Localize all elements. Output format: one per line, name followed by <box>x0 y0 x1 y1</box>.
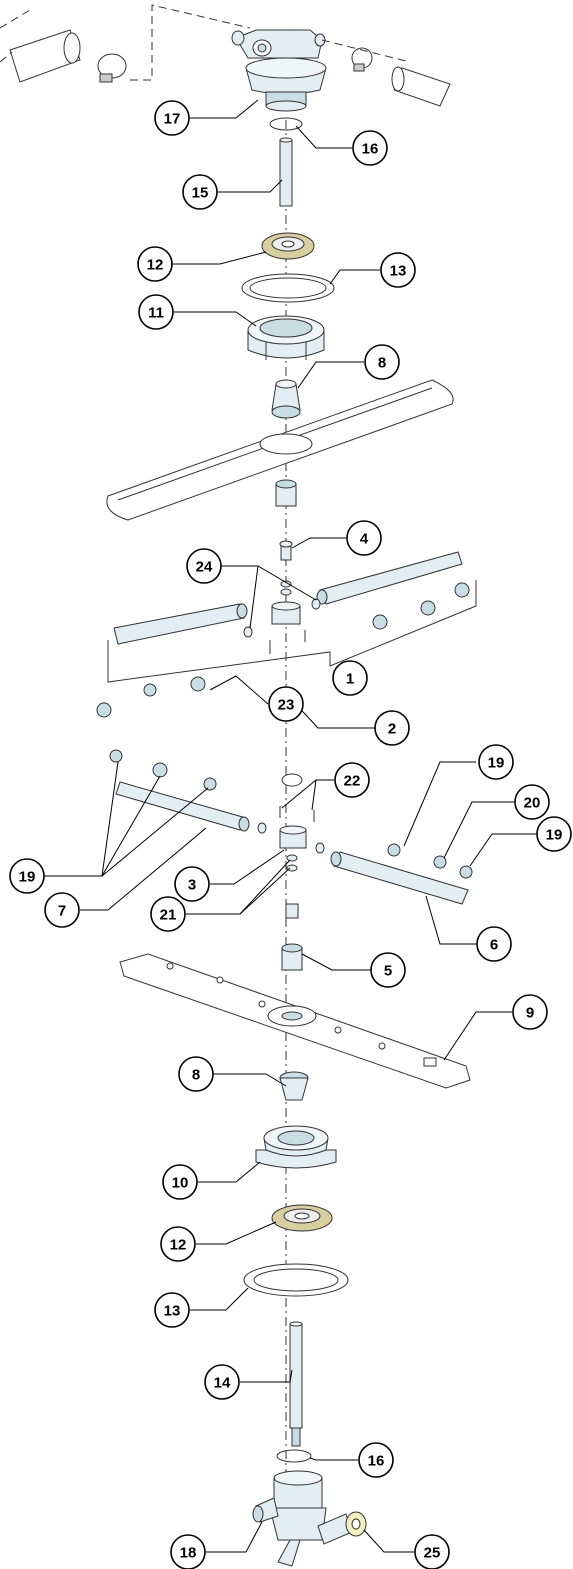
callout-19-right-upper: 19 <box>478 744 514 780</box>
part-14-shaft <box>289 1321 303 1447</box>
svg-text:18: 18 <box>180 1545 197 1562</box>
part-18-lower-housing <box>252 1470 353 1567</box>
callout-11: 11 <box>138 294 174 330</box>
callout-1: 1 <box>332 660 368 696</box>
part-25-cap <box>345 1511 367 1537</box>
callout-6: 6 <box>476 926 512 962</box>
svg-text:13: 13 <box>164 1303 181 1320</box>
callout-3: 3 <box>174 866 210 902</box>
hose-clamp-left <box>97 53 127 83</box>
part-17-inlet-housing <box>231 29 327 112</box>
svg-text:16: 16 <box>362 141 379 158</box>
svg-text:19: 19 <box>488 755 505 772</box>
callout-25: 25 <box>414 1534 450 1569</box>
part-8-nozzle-top <box>271 379 301 419</box>
part-9-lower-spray-arm <box>119 953 471 1089</box>
svg-text:4: 4 <box>360 531 369 548</box>
inlet-hose-left <box>0 9 81 83</box>
callout-2: 2 <box>374 710 410 746</box>
callout-18: 18 <box>170 1534 206 1569</box>
part-8-nozzle-bottom <box>279 1071 309 1101</box>
inlet-hose-right <box>391 66 451 107</box>
svg-text:5: 5 <box>384 963 392 980</box>
callout-10: 10 <box>162 1164 198 1200</box>
svg-text:22: 22 <box>344 773 361 790</box>
part-15-shaft <box>279 137 293 207</box>
svg-text:14: 14 <box>214 1375 231 1392</box>
upper-spray-arm <box>106 379 454 521</box>
svg-text:6: 6 <box>490 937 498 954</box>
callout-22: 22 <box>334 762 370 798</box>
svg-text:9: 9 <box>526 1005 534 1022</box>
part-1-upper-tube-assembly <box>96 551 477 718</box>
hose-clamp-right <box>351 47 373 72</box>
callout-7: 7 <box>44 892 80 928</box>
callout-19-right: 19 <box>536 816 572 852</box>
lower-tube-assembly <box>109 749 473 905</box>
callout-8-bottom: 8 <box>178 1056 214 1092</box>
callout-8-top: 8 <box>364 344 400 380</box>
svg-text:17: 17 <box>164 111 181 128</box>
part-13-gasket-top <box>241 273 335 303</box>
callout-19-left: 19 <box>9 858 45 894</box>
svg-text:1: 1 <box>346 671 354 688</box>
svg-text:11: 11 <box>148 305 164 322</box>
svg-text:19: 19 <box>19 869 36 886</box>
svg-text:15: 15 <box>192 185 209 202</box>
leader-lines <box>44 99 540 1553</box>
svg-text:16: 16 <box>368 1453 385 1470</box>
callout-5: 5 <box>370 952 406 988</box>
part-11-ring-nut <box>247 315 325 360</box>
callout-17: 17 <box>154 100 190 136</box>
callout-9: 9 <box>512 994 548 1030</box>
svg-text:7: 7 <box>58 903 66 920</box>
part-5-fitting <box>281 903 303 971</box>
callout-13-bottom: 13 <box>154 1292 190 1328</box>
callout-12-top: 12 <box>137 246 173 282</box>
svg-text:12: 12 <box>147 257 164 274</box>
callout-21: 21 <box>150 896 186 932</box>
callout-4: 4 <box>346 520 382 556</box>
part-4-fitting <box>279 540 293 561</box>
callout-13-top: 13 <box>380 252 416 288</box>
hose-dash-left <box>130 4 251 81</box>
svg-text:12: 12 <box>170 1237 187 1254</box>
svg-text:19: 19 <box>546 827 563 844</box>
part-10-hex-nut <box>255 1125 337 1169</box>
arm-connector <box>275 479 297 507</box>
part-16-o-ring-bottom <box>276 1449 312 1463</box>
part-12-washer-bottom <box>271 1204 333 1232</box>
callout-15: 15 <box>182 174 218 210</box>
svg-text:2: 2 <box>388 721 396 738</box>
callout-23: 23 <box>268 686 304 722</box>
callout-12-bottom: 12 <box>160 1226 196 1262</box>
svg-text:13: 13 <box>390 263 407 280</box>
callout-24: 24 <box>186 548 222 584</box>
part-16-o-ring-top <box>269 117 303 131</box>
svg-text:20: 20 <box>524 795 541 812</box>
svg-text:21: 21 <box>160 907 177 924</box>
svg-text:25: 25 <box>424 1545 441 1562</box>
svg-text:23: 23 <box>278 697 295 714</box>
svg-text:8: 8 <box>378 355 386 372</box>
callout-14: 14 <box>204 1364 240 1400</box>
svg-text:10: 10 <box>172 1175 189 1192</box>
svg-text:24: 24 <box>196 559 213 576</box>
svg-text:3: 3 <box>188 877 196 894</box>
part-13-gasket-bottom <box>243 1263 349 1297</box>
svg-text:8: 8 <box>192 1067 200 1084</box>
callout-16-bottom: 16 <box>358 1442 394 1478</box>
part-12-washer-top <box>261 232 315 260</box>
callout-20: 20 <box>514 784 550 820</box>
callout-16-top: 16 <box>352 130 388 166</box>
hose-dash-right <box>321 39 411 63</box>
